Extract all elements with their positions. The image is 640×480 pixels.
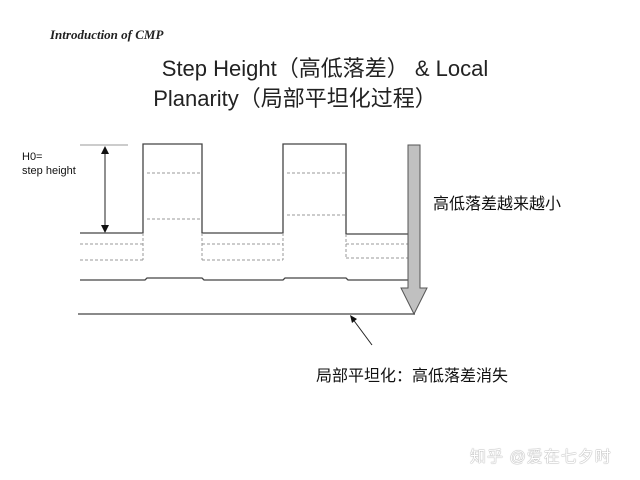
slide-subtitle: Introduction of CMP — [50, 27, 164, 42]
h0-arrow-top-icon — [101, 146, 109, 154]
near-planar-profile — [80, 277, 410, 281]
step-height-label: H0= step height — [22, 150, 76, 178]
step-height-text: step height — [22, 165, 76, 177]
planar-pointer-arrowhead-icon — [350, 315, 357, 323]
planar-pointer-line — [351, 317, 373, 346]
initial-step-profile — [80, 143, 410, 235]
watermark: 知乎 @爱在七夕时 — [470, 449, 612, 466]
decreasing-step-arrow-icon — [400, 144, 428, 316]
slide-title: Step Height（高低落差） & Local Planarity（局部平坦… — [0, 54, 640, 114]
h0-arrow-bottom-icon — [101, 225, 109, 233]
title-line-1: Step Height（高低落差） & Local — [161, 56, 489, 81]
local-planarity-label: 局部平坦化：高低落差消失 — [316, 368, 509, 385]
intermediate-profiles — [80, 172, 410, 261]
title-line-2: Planarity（局部平坦化过程） — [153, 86, 437, 111]
h0-label: H0= — [22, 151, 43, 163]
decreasing-step-label: 高低落差越来越小 — [433, 196, 562, 213]
